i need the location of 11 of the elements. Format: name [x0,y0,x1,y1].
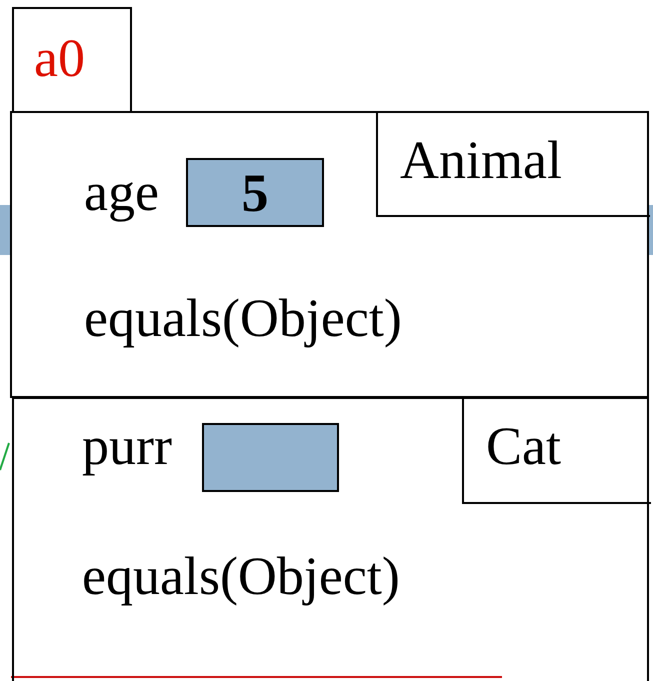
class-name-label: Cat [462,399,651,504]
object-name-tab: a0 [12,7,132,112]
object-box [10,7,650,681]
field-name: purr [82,419,172,473]
method-name: equals(Object) [84,291,402,345]
method-name: equals(Object) [82,549,400,603]
field-value-box [202,423,339,492]
field-value-box: 5 [186,158,324,227]
class-name-label: Animal [376,113,650,217]
superclass-partition [10,111,649,398]
subclass-partition [12,397,649,681]
